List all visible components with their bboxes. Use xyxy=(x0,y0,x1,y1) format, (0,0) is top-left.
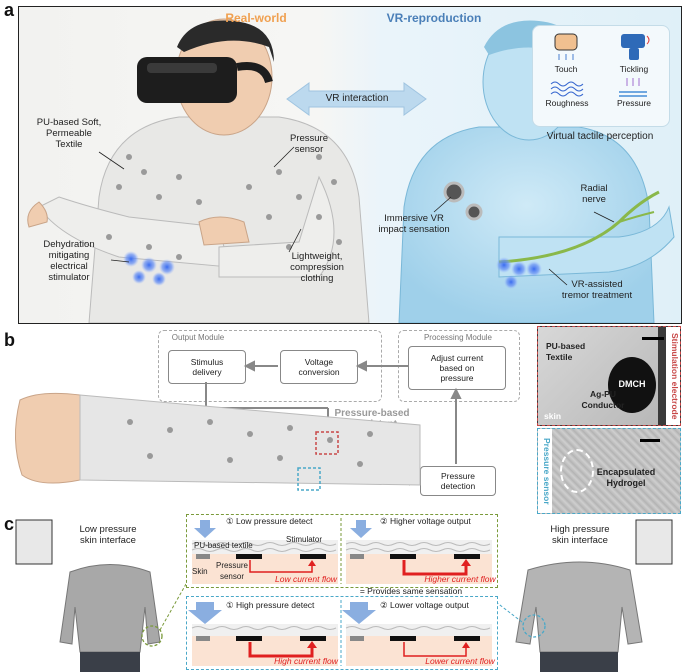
skin-photo-label: skin xyxy=(544,411,574,422)
step-lower-voltage: ② Lower voltage output xyxy=(380,600,496,611)
step-low-detect: ① Low pressure detect xyxy=(226,516,346,527)
step-high-detect: ① High pressure detect xyxy=(226,600,346,611)
tactile-item-touch: Touch xyxy=(543,64,589,75)
slim-person xyxy=(60,565,160,672)
stimulator-label-c: Stimulator xyxy=(286,534,342,545)
tactile-item-roughness: Roughness xyxy=(539,98,595,109)
flow-high: High current flow xyxy=(266,656,346,667)
flow-higher: Higher current flow xyxy=(420,574,500,585)
stimulation-electrode-side-label: Stimulation electrode xyxy=(666,327,680,425)
step-higher-voltage: ② Higher voltage output xyxy=(380,516,496,527)
flow-low: Low current flow xyxy=(266,574,346,585)
pu-textile-label: PU-based textile xyxy=(194,540,284,551)
same-sensation-label: = Provides same sensation xyxy=(336,586,486,597)
vr-reproduction-title: VR-reproduction xyxy=(369,13,499,24)
vr-interaction-label: VR interaction xyxy=(307,93,407,104)
tactile-perception-title: Virtual tactile perception xyxy=(527,131,673,142)
panel-a-letter: a xyxy=(4,0,14,21)
scale-bar xyxy=(642,337,664,340)
stimulation-electrode-photo: DMCH PU-based Textile Ag-PU Conductor sk… xyxy=(537,326,681,426)
real-world-title: Real-world xyxy=(201,13,311,24)
roughness-icon xyxy=(551,82,583,96)
low-pressure-thumbnail xyxy=(16,520,52,564)
radial-nerve-label: Radial nerve xyxy=(559,183,629,205)
panel-a-frame: Real-world VR-reproduction VR interactio… xyxy=(18,6,682,324)
scale-bar xyxy=(640,439,660,442)
pu-textile-photo-label: PU-based Textile xyxy=(546,341,606,363)
arm-sleeve xyxy=(15,393,420,485)
impact-label: Immersive VR impact sensation xyxy=(369,213,459,235)
tactile-item-tickling: Tickling xyxy=(609,64,659,75)
touch-icon xyxy=(555,34,577,60)
tactile-item-pressure: Pressure xyxy=(609,98,659,109)
high-pressure-thumbnail xyxy=(636,520,672,564)
panel-b-diagram xyxy=(0,330,535,510)
hydrogel-label: Encapsulated Hydrogel xyxy=(586,467,666,489)
pressure-sensor-label-c: Pressure sensor xyxy=(208,560,256,582)
ag-pu-label: Ag-PU Conductor xyxy=(578,389,628,411)
clothing-label: Lightweight, compression clothing xyxy=(277,251,357,284)
flow-lower: Lower current flow xyxy=(420,656,500,667)
textile-label: PU-based Soft, Permeable Textile xyxy=(21,117,117,150)
tremor-label: VR-assisted tremor treatment xyxy=(547,279,647,301)
stimulator-label: Dehydration mitigating electrical stimul… xyxy=(21,239,117,283)
pressure-icon xyxy=(619,78,647,96)
tickling-icon xyxy=(621,34,649,60)
pressure-sensor-label: Pressure sensor xyxy=(274,133,344,155)
pressure-sensor-photo: Encapsulated Hydrogel Pressure sensor xyxy=(537,428,681,514)
tactile-perception-box: Touch Tickling Roughness Pressure xyxy=(532,25,670,127)
wide-person xyxy=(516,562,642,672)
pressure-sensor-side-label: Pressure sensor xyxy=(538,429,552,513)
